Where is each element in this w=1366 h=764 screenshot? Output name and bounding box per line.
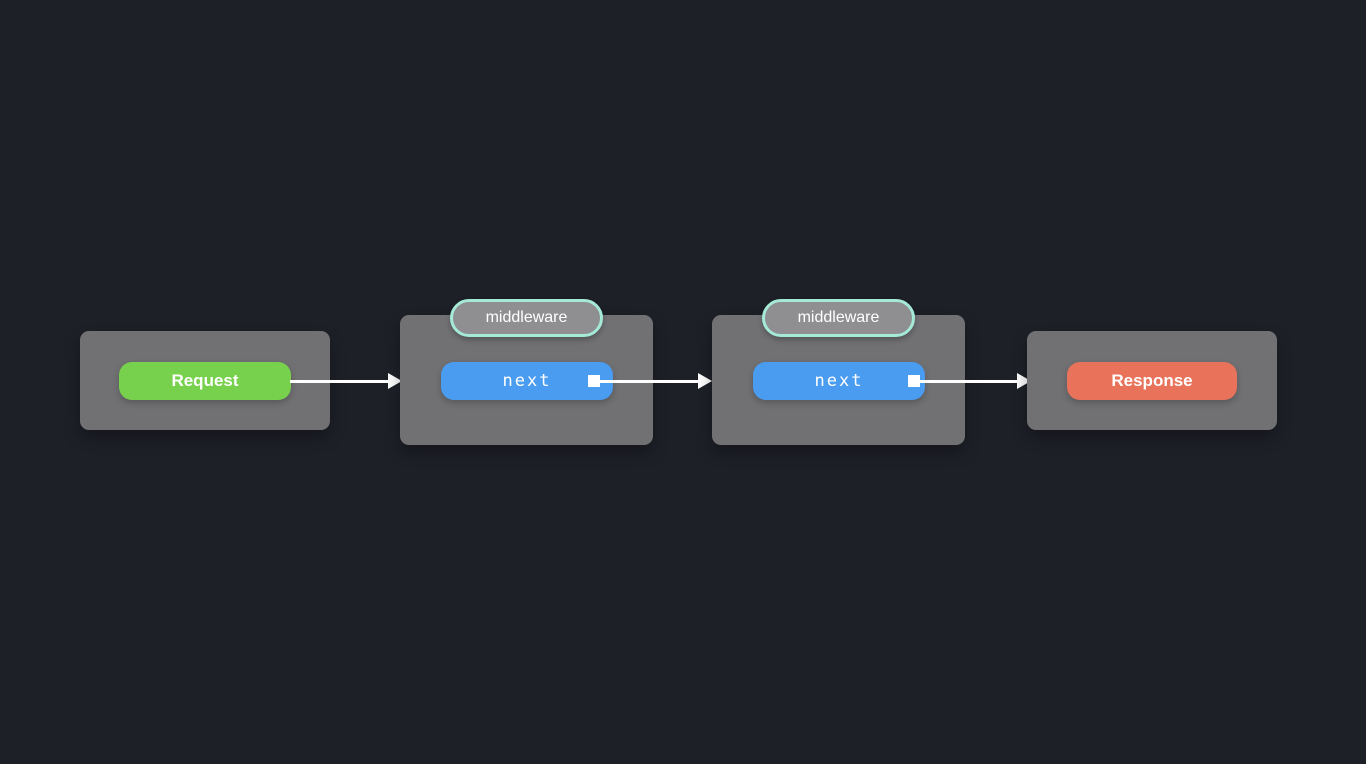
arrow-middleware2-to-response [920,380,1017,383]
request-node: Request [119,362,291,400]
middleware-2-label: middleware [797,309,880,326]
next-1-connector-square [588,375,600,387]
request-label: Request [171,371,239,390]
arrowhead-request-to-middleware1 [388,373,402,389]
arrow-middleware1-to-middleware2 [600,380,698,383]
middleware-2-next-label: next [814,371,864,391]
middleware-1-next-label: next [502,371,552,391]
response-node: Response [1067,362,1237,400]
arrowhead-middleware1-to-middleware2 [698,373,712,389]
middleware-2-pill: middleware [762,299,915,337]
arrow-request-to-middleware1 [290,380,388,383]
middleware-1-pill: middleware [450,299,603,337]
middleware-1-next-button: next [441,362,613,400]
response-label: Response [1111,371,1193,390]
middleware-1-label: middleware [485,309,568,326]
middleware-2-next-button: next [753,362,925,400]
next-2-connector-square [908,375,920,387]
